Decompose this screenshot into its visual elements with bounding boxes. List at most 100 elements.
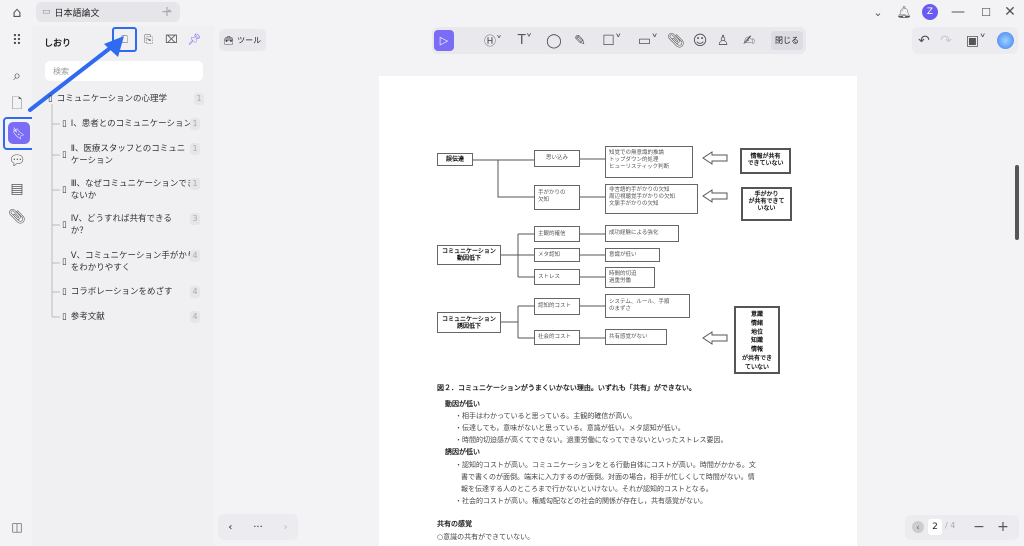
- undo-icon[interactable]: ↶: [918, 32, 930, 49]
- node-line: 周辺視聴覚手がかりの欠知: [609, 194, 676, 200]
- tools-label: ツール: [237, 35, 262, 45]
- annotation-toolbar: [432, 27, 806, 54]
- add-bookmark-icon[interactable]: ⎕: [121, 32, 128, 46]
- bullet: ・伝達しても，意味がないと思っている。意識が低い。メタ認知が低い。: [455, 424, 685, 432]
- select-cursor-icon[interactable]: ▷: [434, 30, 454, 51]
- add-child-bookmark-icon[interactable]: ⎘: [144, 32, 153, 46]
- scrollbar[interactable]: [1015, 165, 1019, 240]
- tab-title: 日本語論文: [54, 8, 100, 19]
- node-line: 情報: [750, 346, 763, 354]
- bookmark-page: 1: [190, 178, 200, 190]
- diagram-node: 時間的切迫過重労働: [605, 267, 655, 288]
- panel-title: しおり: [44, 39, 72, 49]
- sticker-tool-icon[interactable]: ☺: [692, 32, 708, 49]
- pencil-tool-icon[interactable]: ✎: [574, 32, 586, 49]
- bookmark-label: Ⅰ、患者とのコミュニケーション: [70, 119, 192, 129]
- page-total: / 4: [945, 521, 956, 530]
- area-tool-icon[interactable]: ▭˅: [637, 32, 659, 49]
- diagram-node: 認知的コスト: [534, 298, 580, 315]
- form-icon[interactable]: ▤: [10, 181, 24, 197]
- home-icon[interactable]: ⌂: [12, 5, 22, 21]
- bookmark-label: Ⅳ、どうすれば共有できるか？: [71, 213, 172, 237]
- signature-tool-icon[interactable]: ✍︎: [743, 32, 755, 49]
- diagram-node: 手がかりの欠知: [534, 185, 580, 210]
- shape-tool-icon[interactable]: ☐˅: [602, 32, 622, 49]
- text-tool-icon[interactable]: T˅: [517, 33, 533, 48]
- prev-icon[interactable]: ‹: [228, 521, 233, 533]
- node-line: 非言語的手がかりの欠知: [609, 187, 670, 193]
- bookmark-panel-icon[interactable]: 🔖︎: [8, 122, 30, 144]
- diagram-node: メタ認知: [534, 248, 580, 262]
- new-tab-icon[interactable]: +: [161, 4, 173, 20]
- page-number-input[interactable]: 2: [928, 519, 942, 535]
- bookmark-label: Ⅴ、コミュニケーション手がかりをわかりやすく: [71, 250, 196, 274]
- stamp-tool-icon[interactable]: ♙: [716, 32, 730, 49]
- page-icon[interactable]: 🗋︎: [11, 96, 23, 112]
- ai-assistant-icon[interactable]: [997, 32, 1014, 49]
- page-nav: ‹ ··· ›: [218, 514, 298, 540]
- comment-icon: ▭: [42, 7, 51, 17]
- collapse-icon[interactable]: ‹: [912, 521, 924, 533]
- diagram-node: 非言語的手がかりの欠知周辺視聴覚手がかりの欠知文脈手がかりの欠知: [605, 184, 698, 214]
- document-tab[interactable]: ▭ 日本語論文 •: [36, 2, 180, 22]
- section-heading: 動因が低い: [445, 400, 480, 408]
- bookmark-tree-lines: [28, 36, 124, 318]
- close-toolbar-button[interactable]: 閉じる: [771, 31, 803, 50]
- diagram-node: 意識が低い: [605, 248, 660, 262]
- redo-icon[interactable]: ↷: [940, 32, 952, 49]
- bell-icon[interactable]: 🔔︎: [896, 5, 912, 19]
- attachment-tool-icon[interactable]: 📎︎: [667, 32, 685, 49]
- diagram-node: 知覚での無意識的推論トップダウン的処理ヒューリスティック判断: [605, 146, 693, 178]
- paragraph: ○意識の共有ができていない。: [437, 533, 535, 541]
- save-icon[interactable]: ▣˅: [965, 32, 987, 49]
- bookmark-label: 参考文献: [70, 312, 105, 322]
- search-icon[interactable]: ⌕: [13, 68, 21, 84]
- minimize-icon[interactable]: —: [951, 4, 965, 20]
- bookmark-item[interactable]: ▯Ⅳ、どうすれば共有できるか？3: [62, 213, 200, 237]
- node-line: できていない: [747, 160, 784, 167]
- chevron-down-icon[interactable]: ⌄: [873, 5, 883, 19]
- attachment-icon[interactable]: 📎︎: [8, 209, 26, 225]
- bookmark-icon: ▯: [62, 257, 67, 267]
- close-window-icon[interactable]: ✕: [1004, 4, 1016, 20]
- node-line: ていない: [744, 363, 769, 371]
- bookmark-label-line: Ⅳ、どうすれば共有できる: [70, 214, 172, 224]
- add-bookmark-highlight: [112, 27, 137, 52]
- bookmark-label-line: Ⅲ、なぜコミュニケーションでき: [70, 179, 196, 189]
- bookmark-label-line: ケーション: [70, 156, 114, 166]
- note-tool-icon[interactable]: ◯: [546, 32, 562, 49]
- section-heading: 共有の感覚: [437, 520, 472, 528]
- node-line: が共有できて: [748, 198, 785, 205]
- node-line: 知識: [750, 337, 763, 345]
- pin-icon[interactable]: 📌︎: [187, 33, 202, 46]
- more-button[interactable]: ···: [253, 521, 263, 533]
- diagram-node: 社会的コスト: [534, 330, 580, 345]
- toolbox-icon: 🧰︎: [223, 35, 235, 45]
- highlight-tool-icon[interactable]: Ⓗ˅: [483, 34, 502, 48]
- maximize-icon[interactable]: ☐: [981, 5, 991, 19]
- bookmark-page: 4: [190, 250, 200, 262]
- tools-button[interactable]: 🧰︎ツール: [219, 29, 266, 51]
- node-line: 誘因低下: [456, 323, 481, 330]
- bookmark-icon: ▯: [62, 220, 67, 230]
- next-icon[interactable]: ›: [283, 521, 288, 533]
- zoom-out-icon[interactable]: −: [973, 519, 985, 535]
- bullet: ・相手はわかっていると思っている。主観的確信が高い。: [455, 412, 637, 420]
- thumbnails-icon[interactable]: ⠿: [11, 33, 23, 49]
- comment-icon[interactable]: 💬︎: [8, 153, 26, 169]
- bookmark-label-line: ないか: [70, 191, 97, 201]
- diagram-node: 共有感覚がない: [605, 329, 667, 345]
- bookmark-label-line: Ⅴ、コミュニケーション手がかり: [70, 251, 196, 261]
- remove-bookmark-icon[interactable]: ⌧: [165, 33, 178, 46]
- avatar[interactable]: Z: [922, 4, 938, 20]
- diagram-node: 成功経験による強化: [605, 225, 679, 242]
- zoom-in-icon[interactable]: +: [997, 519, 1009, 535]
- layers-icon[interactable]: ◫: [11, 520, 23, 534]
